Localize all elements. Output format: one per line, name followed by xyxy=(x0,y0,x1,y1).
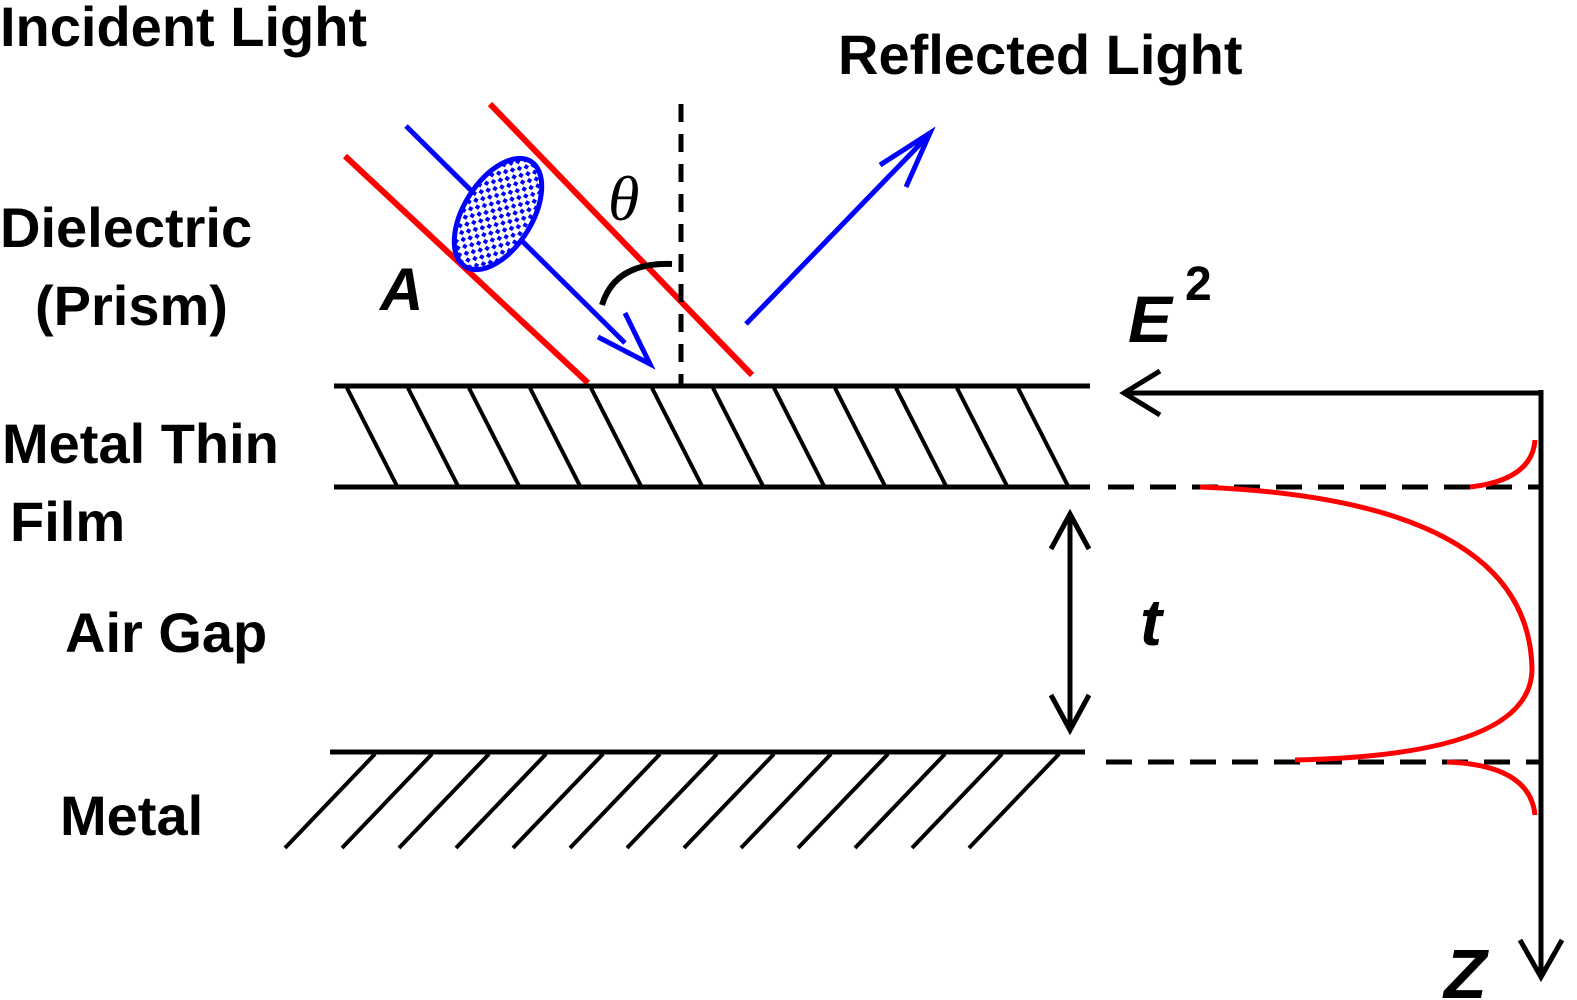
beam-edge-right xyxy=(487,101,755,378)
field-profile-gap xyxy=(1199,484,1535,763)
film-hatch-line xyxy=(406,387,460,487)
incident-light-label: Incident Light xyxy=(0,0,367,58)
metal-hatch-line xyxy=(796,752,890,850)
metal-hatch-line xyxy=(967,752,1061,850)
film-hatch-line xyxy=(650,387,704,487)
film-hatch-line xyxy=(894,387,948,487)
metal-hatch-line xyxy=(397,752,491,850)
film-hatch-line xyxy=(528,387,582,487)
film-hatch-line xyxy=(345,387,399,487)
metal-hatch-line xyxy=(625,752,719,850)
air-gap-label: Air Gap xyxy=(65,601,267,664)
film-hatch-line xyxy=(772,387,826,487)
metal-hatch-line xyxy=(910,752,1004,850)
gap-thickness-symbol: t xyxy=(1140,585,1165,659)
field-profile-metal xyxy=(1446,759,1538,816)
reflected-light-label: Reflected Light xyxy=(838,23,1242,86)
reflected-ray xyxy=(744,134,930,326)
reflected-ray-arrowhead xyxy=(878,126,936,189)
gap-arrow-bottom-head xyxy=(1048,693,1092,736)
gap-arrow-top-head xyxy=(1048,508,1092,551)
depth-axis-arrowhead xyxy=(1517,938,1565,983)
metal-label: Metal xyxy=(60,784,203,847)
metal-hatch-line xyxy=(454,752,548,850)
field-exponent: 2 xyxy=(1185,258,1212,311)
film-hatching xyxy=(345,387,1070,487)
depth-axis-symbol: Z xyxy=(1442,935,1489,1000)
film-hatch-line xyxy=(1016,387,1070,487)
metal-hatch-line xyxy=(340,752,434,850)
metal-thin-label: Metal Thin xyxy=(2,412,279,475)
field-axis-arrowhead xyxy=(1119,368,1162,418)
metal-hatching xyxy=(283,752,1061,850)
amplitude-symbol: A xyxy=(378,256,423,323)
film-hatch-line xyxy=(833,387,887,487)
field-profile-film xyxy=(1469,439,1538,490)
film-label: Film xyxy=(10,490,125,553)
metal-hatch-line xyxy=(511,752,605,850)
angle-arc xyxy=(599,260,673,306)
metal-hatch-line xyxy=(682,752,776,850)
metal-hatch-line xyxy=(739,752,833,850)
metal-hatch-line xyxy=(853,752,947,850)
film-hatch-line xyxy=(467,387,521,487)
dielectric-label: Dielectric xyxy=(0,196,252,259)
film-hatch-line xyxy=(589,387,643,487)
angle-symbol: θ xyxy=(608,163,639,234)
film-hatch-line xyxy=(711,387,765,487)
metal-hatch-line xyxy=(568,752,662,850)
beam-cross-section xyxy=(451,155,545,273)
metal-hatch-line xyxy=(283,752,377,850)
field-symbol: E xyxy=(1128,282,1174,356)
film-hatch-line xyxy=(955,387,1009,487)
prism-label: (Prism) xyxy=(35,274,228,337)
incident-ray-arrowhead xyxy=(596,311,656,370)
